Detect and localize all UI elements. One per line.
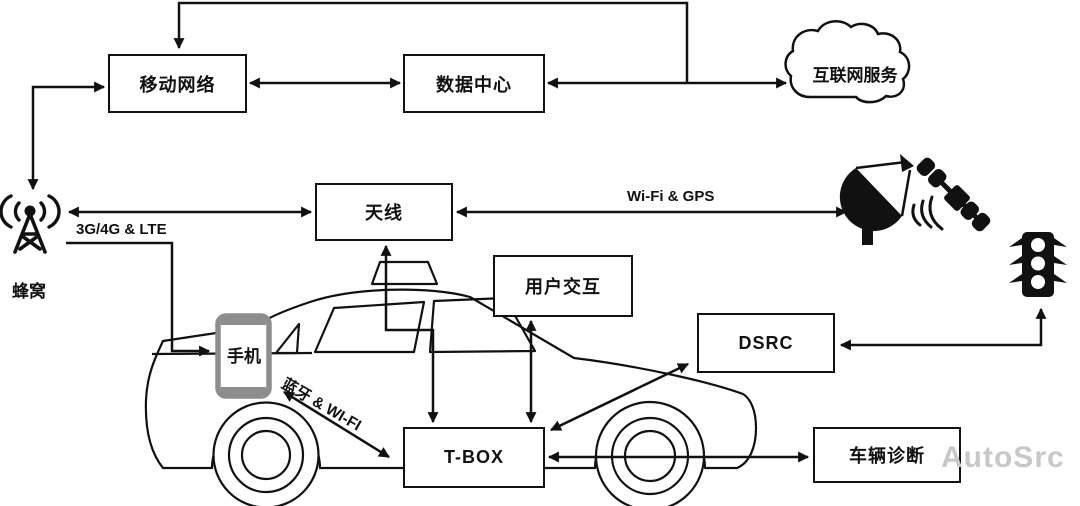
node-data-center-label: 数据中心 [436,74,512,95]
connector-loop-to-mobile-network [173,1,689,83]
connector-cellular-phone [66,241,211,357]
cell-tower-icon [0,194,61,254]
watermark-text: AutoSrc [941,441,1065,474]
satellite-icon [911,157,991,232]
traffic-light-icon [1009,232,1067,297]
node-user-interaction-label: 用户交互 [525,277,601,297]
node-antenna: 天线 [315,183,453,241]
connector-tbox-dsrc [550,362,689,432]
connector-cellular-mobile-network [27,81,106,191]
link-label-wifi-gps: Wi-Fi & GPS [627,188,715,205]
cloud-icon [784,20,911,104]
watermark: AutoSrc [905,441,1065,475]
node-dsrc-label: DSRC [738,332,794,353]
car-rear-wheel [212,401,320,506]
node-data-center: 数据中心 [403,54,545,113]
link-label-cellular-network: 3G/4G & LTE [76,221,167,238]
smartphone-icon [215,313,272,399]
car-roof-antenna [370,260,439,286]
node-antenna-label: 天线 [365,203,403,223]
connector-dsrc-traffic-light [839,307,1047,351]
satellite-dish-icon [839,154,914,245]
node-mobile-network-label: 移动网络 [139,74,216,95]
node-internet-service-label: 互联网服务 [812,65,898,85]
connector-antenna-tbox [380,244,439,424]
node-internet-service: 互联网服务 [797,58,913,88]
node-user-interaction: 用户交互 [493,255,633,317]
car-quarter-window [274,322,301,355]
phone-label: 手机 [227,347,261,366]
node-mobile-network: 移动网络 [108,54,247,113]
node-dsrc: DSRC [697,313,835,373]
node-tbox-label: T-BOX [443,447,504,467]
car-front-wheel [594,400,706,506]
node-vehicle-diagnostics-label: 车辆诊断 [849,446,925,466]
node-vehicle-diagnostics: 车辆诊断 [813,427,961,483]
cellular-label: 蜂窝 [12,282,46,301]
connector-phone-tbox-bluetooth [283,390,390,459]
node-tbox: T-BOX [403,427,545,488]
